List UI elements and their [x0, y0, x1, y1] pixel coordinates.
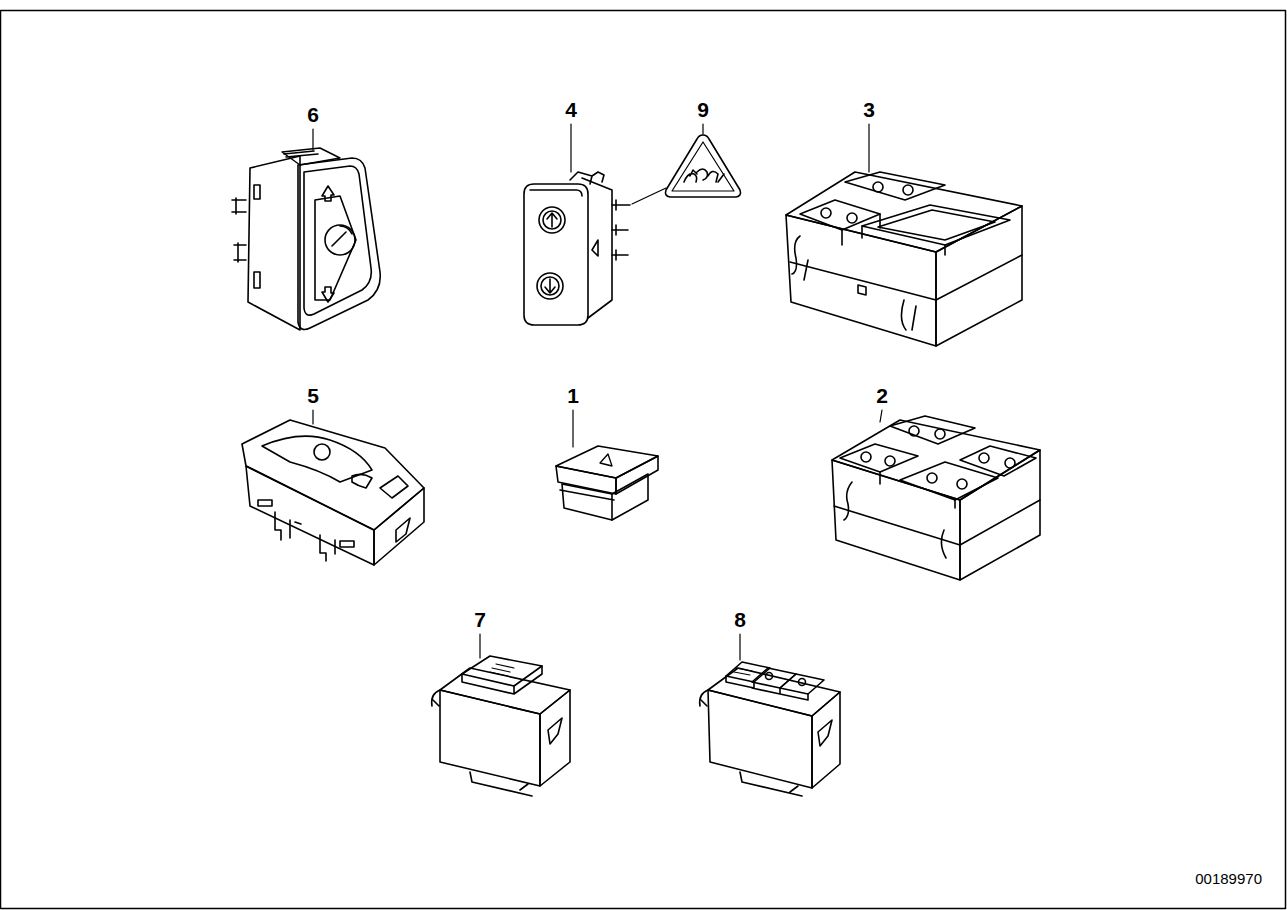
callout-number: 6	[307, 103, 319, 127]
triple-switch	[700, 662, 840, 796]
switch-block	[786, 172, 1022, 346]
single-switch	[432, 656, 570, 796]
callout-number: 7	[474, 608, 486, 632]
callout-number: 2	[876, 384, 888, 408]
seat-switch	[242, 420, 424, 565]
warning-label	[666, 135, 741, 197]
hazard-button	[556, 446, 658, 520]
callout-number: 5	[307, 384, 319, 408]
callout-number: 9	[697, 98, 709, 122]
rocker-switch	[232, 148, 380, 330]
callout-number: 1	[567, 384, 579, 408]
frame	[1, 11, 1286, 909]
leader-lines	[313, 124, 882, 660]
window-switch	[524, 172, 630, 325]
switch-block	[832, 416, 1040, 580]
callout-number: 4	[565, 98, 577, 122]
callout-number: 3	[863, 98, 875, 122]
drawing-number: 00189970	[1195, 870, 1262, 887]
callout-number: 8	[734, 608, 746, 632]
